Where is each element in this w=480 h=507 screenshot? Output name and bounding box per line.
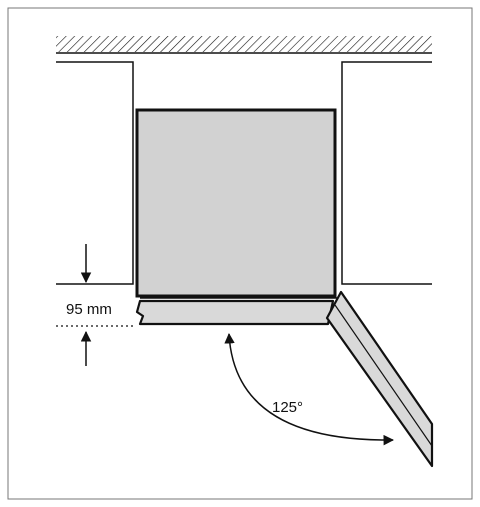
right-cabinet (341, 61, 432, 285)
ceiling-hatch (56, 36, 432, 52)
door-angle-label: 125° (272, 399, 303, 416)
door-panel (135, 299, 335, 326)
appliance-body (135, 108, 337, 298)
gap-dimension-label: 95 mm (66, 301, 112, 318)
door-swing-arc (224, 332, 395, 446)
door-open-inner-edge (334, 304, 433, 447)
figure-border (7, 7, 473, 500)
left-cabinet (56, 61, 134, 285)
